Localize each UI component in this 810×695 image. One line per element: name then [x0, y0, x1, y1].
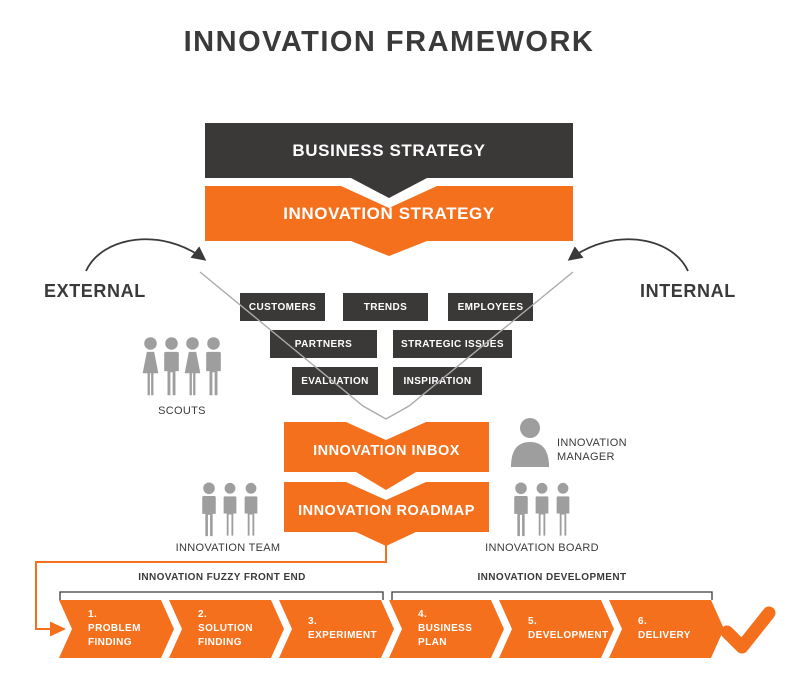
fuzzy-front-end-bracket [59, 591, 384, 600]
funnel-label: PARTNERS [294, 338, 353, 350]
step-number: 6. [638, 616, 648, 627]
man-icon [514, 482, 528, 537]
page-title: INNOVATION FRAMEWORK [183, 26, 595, 58]
funnel-box-employees: EMPLOYEES [448, 293, 533, 321]
scouts-people-icon [139, 335, 225, 399]
internal-label: INTERNAL [640, 281, 736, 301]
man-icon [164, 337, 179, 396]
step-label: SOLUTION FINDING [198, 623, 253, 648]
funnel-box-trends: TRENDS [343, 293, 428, 321]
step-number: 4. [418, 609, 428, 620]
external-label: EXTERNAL [44, 281, 146, 301]
step-label: BUSINESS PLAN [418, 623, 473, 648]
innovation-roadmap-label: INNOVATION ROADMAP [298, 503, 475, 519]
man-icon [222, 482, 238, 537]
fuzzy-front-end-label: INNOVATION FUZZY FRONT END [138, 572, 306, 583]
innovation-inbox-box: INNOVATION INBOX [284, 422, 489, 490]
step-label: DELIVERY [638, 630, 691, 641]
business-strategy-label: BUSINESS STRATEGY [292, 140, 486, 160]
step-label: EXPERIMENT [308, 630, 378, 641]
funnel-label: INSPIRATION [403, 375, 472, 387]
internal-curved-arrow [567, 238, 689, 272]
step-development: 5. DEVELOPMENT [499, 600, 614, 658]
innovation-manager-icon [508, 417, 552, 472]
innovation-board-label: INNOVATION BOARD [485, 542, 599, 554]
funnel-box-evaluation: EVALUATION [292, 367, 378, 395]
step-label: DEVELOPMENT [528, 630, 609, 641]
funnel-box-inspiration: INSPIRATION [393, 367, 482, 395]
check-icon [720, 606, 776, 654]
man-icon [202, 482, 216, 537]
man-icon [534, 482, 550, 537]
scouts-label: SCOUTS [158, 405, 206, 417]
step-label: PROBLEM FINDING [88, 623, 141, 648]
funnel-box-partners: PARTNERS [270, 330, 377, 358]
step-number: 1. [88, 609, 98, 620]
innovation-inbox-label: INNOVATION INBOX [313, 443, 460, 459]
innovation-roadmap-box: INNOVATION ROADMAP [284, 482, 489, 546]
step-experiment: 3. EXPERIMENT [279, 600, 394, 658]
man-icon [243, 482, 259, 537]
development-bracket [391, 591, 713, 600]
woman-icon [142, 337, 159, 396]
innovation-strategy-label: INNOVATION STRATEGY [283, 203, 495, 223]
step-business-plan: 4. BUSINESS PLAN [389, 600, 504, 658]
step-number: 3. [308, 616, 318, 627]
innovation-team-icon [196, 482, 264, 538]
innovation-development-label: INNOVATION DEVELOPMENT [477, 572, 627, 583]
woman-icon [184, 337, 201, 396]
funnel-box-strategic-issues: STRATEGIC ISSUES [393, 330, 512, 358]
man-icon [555, 482, 571, 537]
funnel-box-customers: CUSTOMERS [240, 293, 325, 321]
step-number: 5. [528, 616, 538, 627]
external-curved-arrow [85, 238, 207, 272]
step-solution-finding: 2. SOLUTION FINDING [169, 600, 284, 658]
funnel-label: EMPLOYEES [457, 301, 524, 313]
step-problem-finding: 1. PROBLEM FINDING [59, 600, 174, 658]
man-icon [206, 337, 221, 396]
funnel-label: TRENDS [363, 301, 408, 313]
funnel-label: CUSTOMERS [248, 301, 317, 313]
step-number: 2. [198, 609, 208, 620]
step-delivery: 6. DELIVERY [609, 600, 724, 658]
funnel-label: EVALUATION [301, 375, 369, 387]
innovation-board-icon [508, 482, 576, 538]
connector-arrowhead-icon [50, 621, 66, 637]
innovation-team-label: INNOVATION TEAM [175, 542, 281, 554]
innovation-manager-label: INNOVATION MANAGER [557, 437, 627, 464]
funnel-label: STRATEGIC ISSUES [401, 338, 504, 350]
